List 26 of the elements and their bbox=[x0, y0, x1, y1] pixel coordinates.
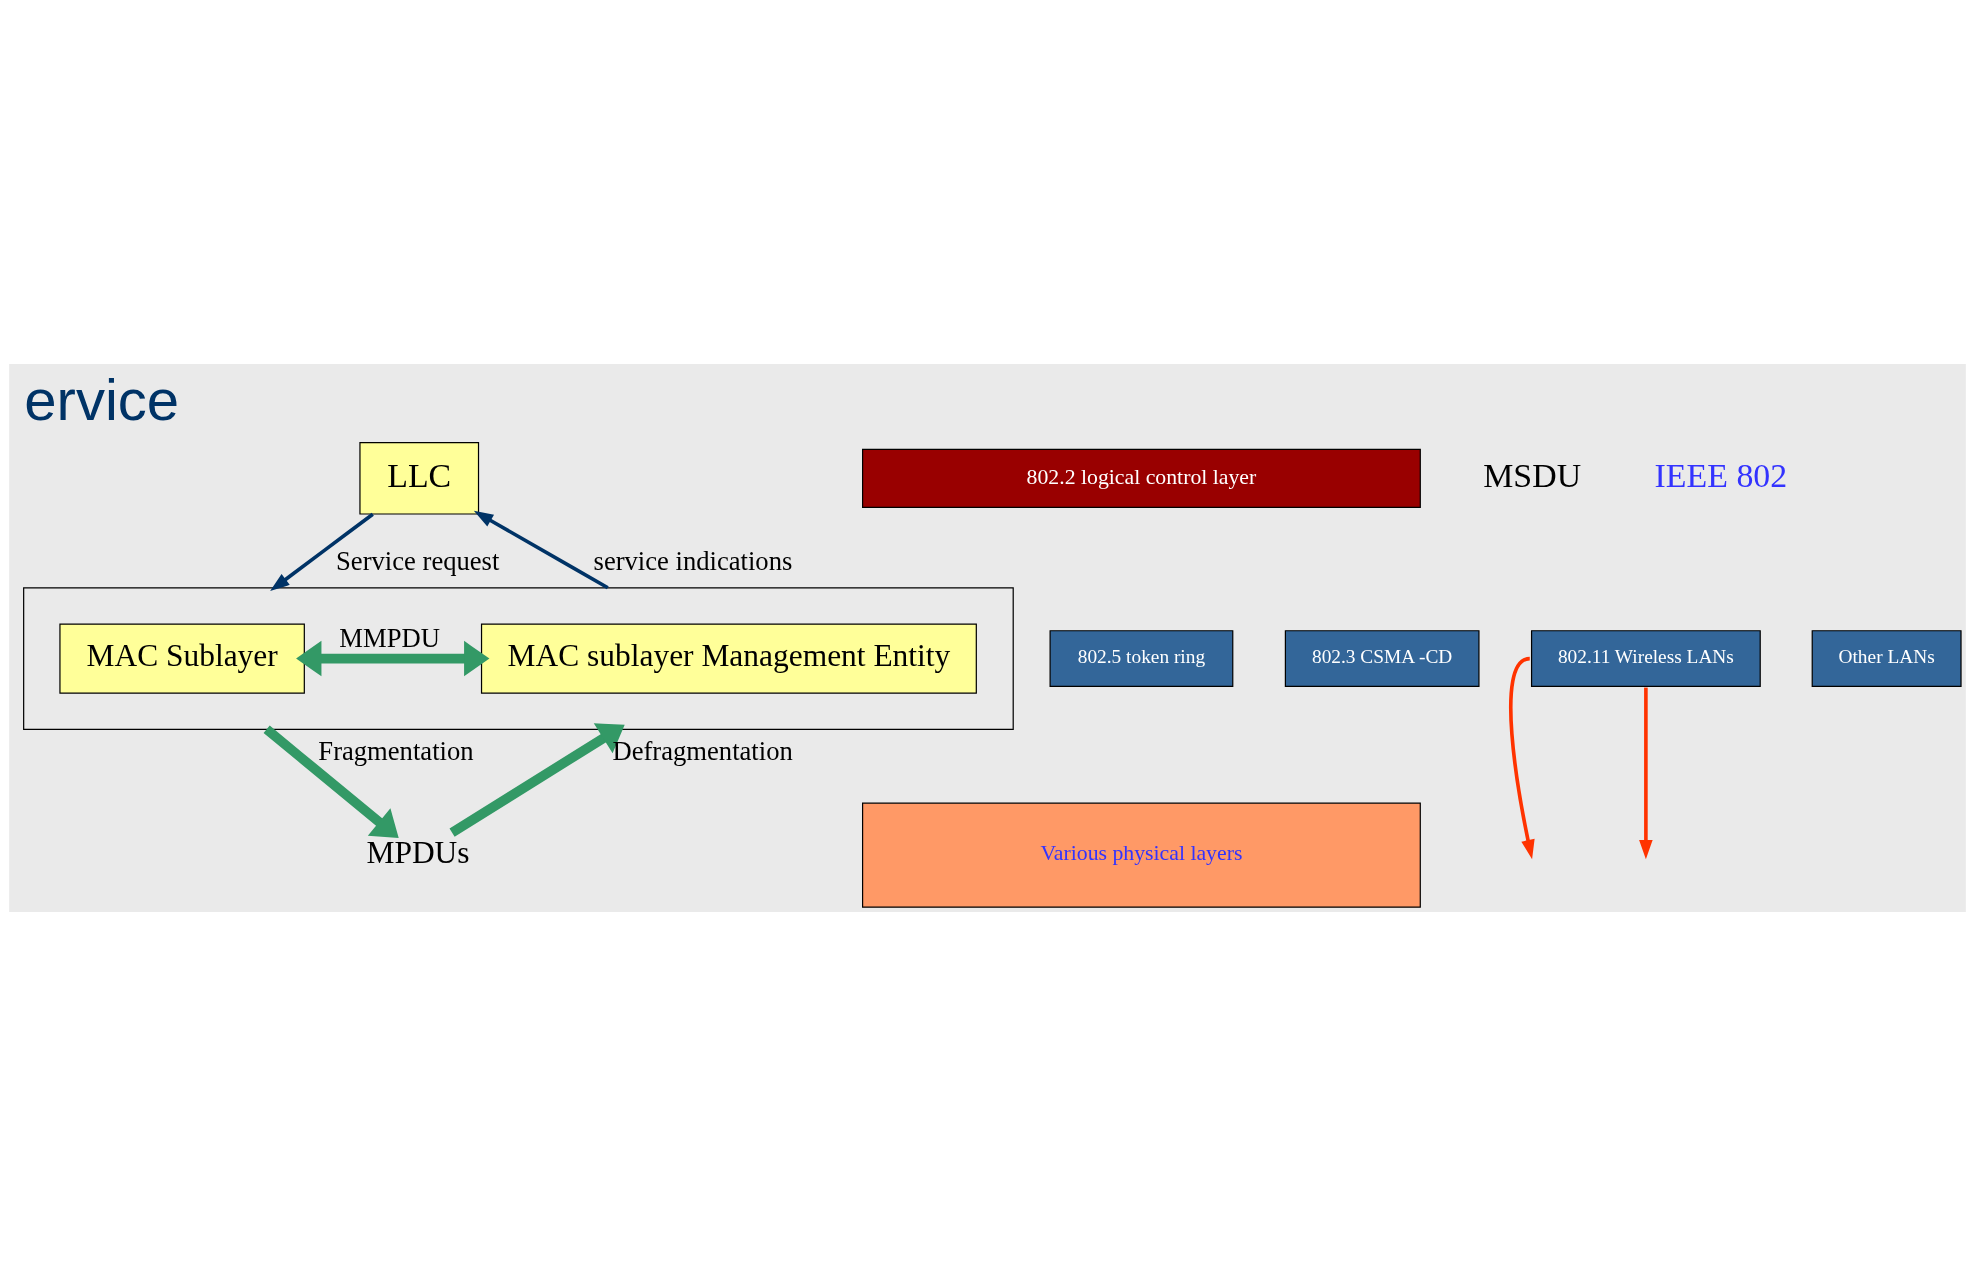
diagram-title: ervice bbox=[24, 367, 180, 433]
node-box: 802.11 Wireless LANs bbox=[1530, 630, 1761, 687]
node-box: LLC bbox=[359, 442, 480, 515]
arrow bbox=[296, 640, 490, 677]
node-box: 802.2 logical control layer bbox=[862, 448, 1421, 508]
node-box: 802.3 CSMA -CD bbox=[1284, 630, 1480, 687]
node-box: Other LANs bbox=[1811, 630, 1962, 687]
node-box: MAC Sublayer bbox=[59, 623, 305, 694]
arrow bbox=[1509, 656, 1535, 860]
label: MSDU bbox=[1483, 456, 1582, 494]
node-box: MAC sublayer Management Entity bbox=[480, 623, 977, 694]
edge-label: service indications bbox=[593, 546, 793, 577]
edge-label: Service request bbox=[336, 546, 500, 577]
node-box: 802.5 token ring bbox=[1049, 630, 1234, 687]
arrow bbox=[270, 512, 374, 592]
edge-label: MMPDU bbox=[339, 623, 440, 654]
edge-label: Fragmentation bbox=[318, 736, 474, 767]
arrow bbox=[473, 510, 609, 590]
arrow bbox=[1639, 687, 1653, 860]
label: IEEE 802 bbox=[1654, 456, 1788, 494]
node-box: Various physical layers bbox=[862, 802, 1421, 908]
arrow bbox=[263, 725, 399, 839]
node-text: MPDUs bbox=[366, 834, 470, 870]
edge-label: Defragmentation bbox=[612, 736, 793, 767]
arrow bbox=[449, 723, 625, 837]
cluster bbox=[23, 587, 1014, 730]
